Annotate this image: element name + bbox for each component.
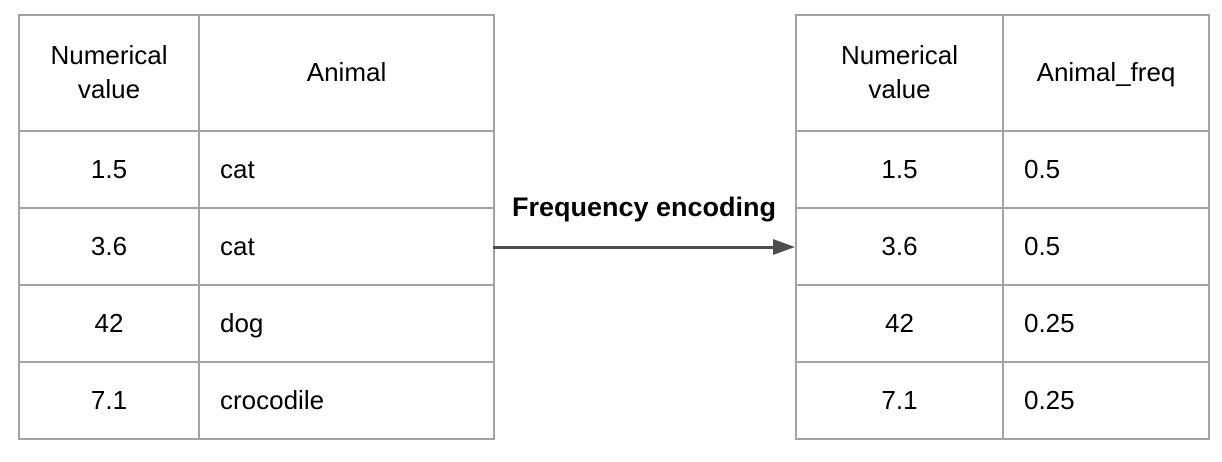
right-table-cell-r1-value: 1.5 bbox=[795, 130, 1004, 209]
left-table: Numerical value Animal 1.5 cat 3.6 cat 4… bbox=[18, 14, 495, 440]
left-table-cell-r3-animal: dog bbox=[198, 284, 495, 363]
right-arrow-line bbox=[493, 246, 775, 249]
left-table-header-row: Numerical value Animal bbox=[18, 14, 495, 132]
table-row: 3.6 0.5 bbox=[795, 207, 1210, 286]
left-table-cell-r1-animal: cat bbox=[198, 130, 495, 209]
right-table-cell-r4-freq: 0.25 bbox=[1002, 361, 1210, 440]
table-row: 42 0.25 bbox=[795, 284, 1210, 363]
left-table-cell-r2-animal: cat bbox=[198, 207, 495, 286]
right-table: Numerical value Animal_freq 1.5 0.5 3.6 … bbox=[795, 14, 1210, 440]
right-table-header-row: Numerical value Animal_freq bbox=[795, 14, 1210, 132]
right-table-cell-r3-value: 42 bbox=[795, 284, 1004, 363]
table-row: 7.1 crocodile bbox=[18, 361, 495, 440]
left-table-cell-r4-value: 7.1 bbox=[18, 361, 200, 440]
table-row: 1.5 cat bbox=[18, 130, 495, 209]
right-table-cell-r4-value: 7.1 bbox=[795, 361, 1004, 440]
table-row: 3.6 cat bbox=[18, 207, 495, 286]
right-table-cell-r1-freq: 0.5 bbox=[1002, 130, 1210, 209]
table-row: 42 dog bbox=[18, 284, 495, 363]
left-table-cell-r2-value: 3.6 bbox=[18, 207, 200, 286]
left-table-cell-r1-value: 1.5 bbox=[18, 130, 200, 209]
left-table-cell-r4-animal: crocodile bbox=[198, 361, 495, 440]
left-table-cell-r3-value: 42 bbox=[18, 284, 200, 363]
right-table-cell-r3-freq: 0.25 bbox=[1002, 284, 1210, 363]
right-table-header-animal-freq: Animal_freq bbox=[1002, 14, 1210, 132]
right-table-cell-r2-value: 3.6 bbox=[795, 207, 1004, 286]
table-row: 1.5 0.5 bbox=[795, 130, 1210, 209]
right-arrow-head-icon bbox=[773, 239, 795, 255]
right-table-cell-r2-freq: 0.5 bbox=[1002, 207, 1210, 286]
left-table-header-animal: Animal bbox=[198, 14, 495, 132]
transformation-label: Frequency encoding bbox=[511, 192, 777, 222]
right-table-header-numerical-value: Numerical value bbox=[795, 14, 1004, 132]
left-table-header-numerical-value: Numerical value bbox=[18, 14, 200, 132]
table-row: 7.1 0.25 bbox=[795, 361, 1210, 440]
